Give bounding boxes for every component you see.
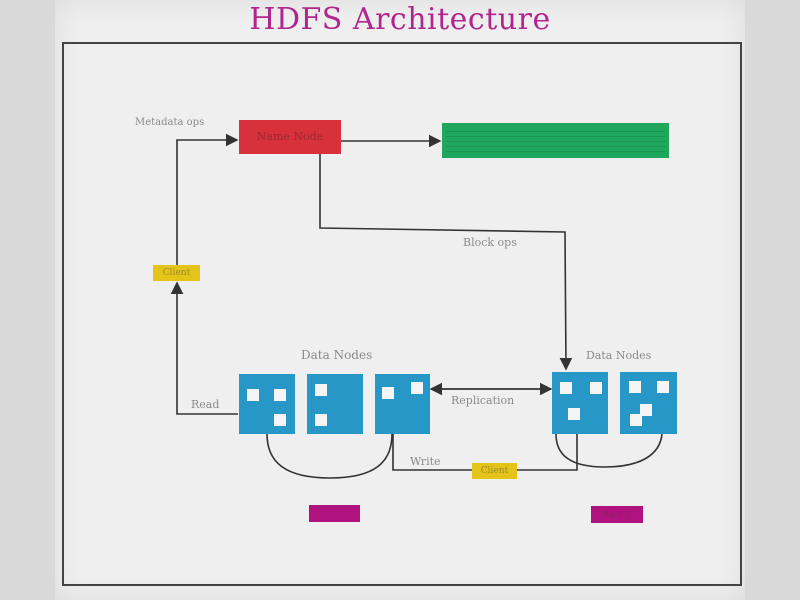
diagram-frame — [62, 42, 742, 586]
rack-left — [309, 505, 360, 522]
block-ops-arrow — [319, 154, 573, 371]
client-to-namenode-arrow — [176, 133, 239, 265]
block — [568, 408, 580, 420]
block — [560, 382, 572, 394]
metadata-store — [442, 123, 669, 158]
paper-background — [55, 0, 745, 600]
client-bottom: Client — [472, 463, 517, 479]
block — [247, 389, 259, 401]
block — [274, 389, 286, 401]
block — [590, 382, 602, 394]
read-label: Read — [191, 398, 220, 411]
replication-label: Replication — [451, 394, 515, 407]
data-node — [552, 372, 608, 434]
data-nodes-left-label: Data Nodes — [301, 348, 373, 362]
block — [274, 414, 286, 426]
rack-brace-left — [266, 433, 393, 479]
data-node — [307, 374, 363, 434]
rack-brace-right — [555, 433, 663, 468]
page-title: HDFS Architecture — [249, 2, 551, 37]
block — [629, 381, 641, 393]
metadata-ops-label: Metadata ops — [135, 117, 205, 128]
write-label: Write — [410, 455, 441, 468]
block — [640, 404, 652, 416]
block — [657, 381, 669, 393]
data-node — [620, 372, 677, 434]
client-top: Client — [153, 265, 200, 281]
rack-right: Rack 2 — [591, 506, 643, 523]
data-node — [239, 374, 295, 434]
block — [315, 414, 327, 426]
data-nodes-right-label: Data Nodes — [586, 349, 652, 362]
block-ops-label: Block ops — [463, 236, 517, 249]
block — [630, 414, 642, 426]
client-to-right-datanode-arrow — [517, 421, 584, 471]
block — [315, 384, 327, 396]
data-node — [375, 374, 430, 434]
read-arrow — [170, 281, 238, 415]
block — [382, 387, 394, 399]
block — [411, 382, 423, 394]
name-node: Name Node — [239, 120, 341, 154]
